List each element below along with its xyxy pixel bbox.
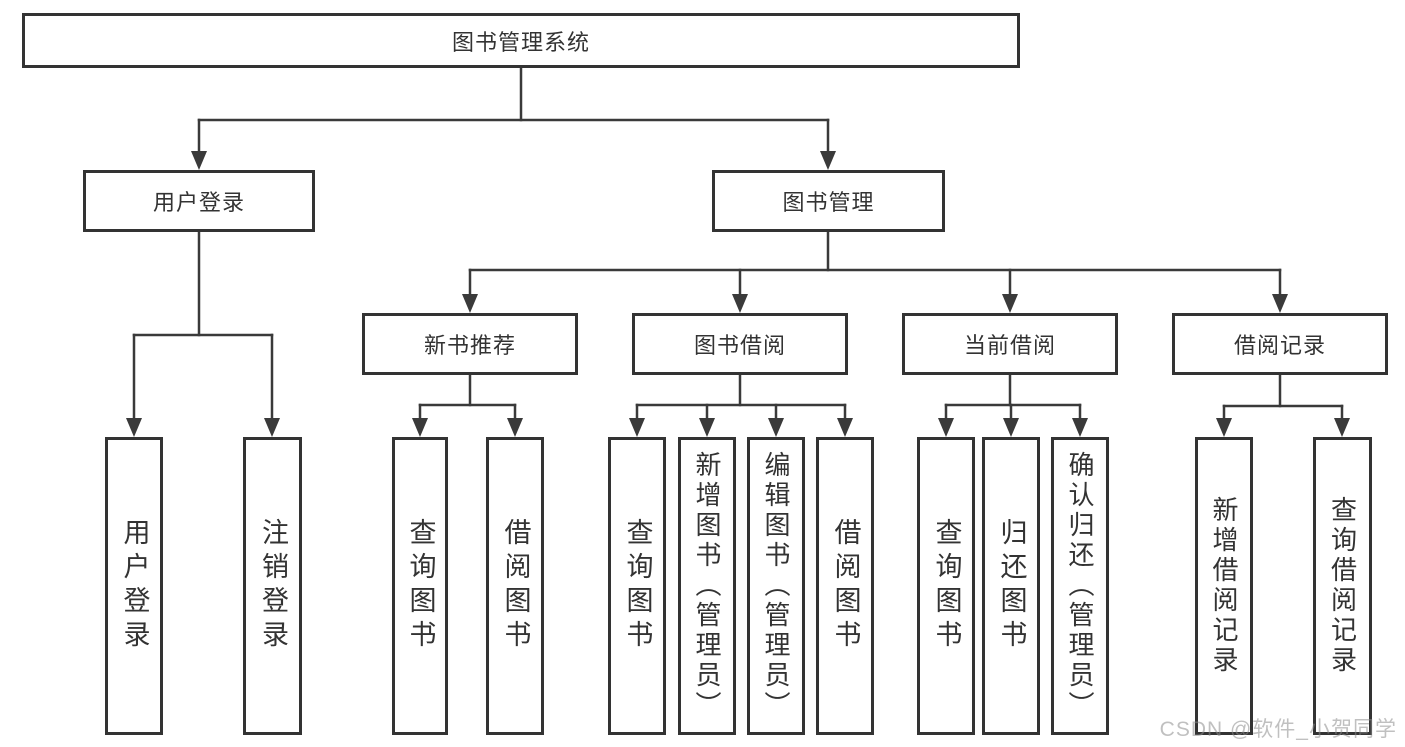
leaf-nb-borrow-books-label: 借阅图书 [500, 518, 531, 654]
leaf-bb-edit-books-admin: 编辑图书（管理员） [747, 437, 805, 735]
node-book-mgmt: 图书管理 [712, 170, 945, 232]
node-book-borrowing: 图书借阅 [632, 313, 848, 375]
node-user-login: 用户登录 [83, 170, 315, 232]
leaf-bb-query-books-label: 查询图书 [622, 518, 653, 654]
leaf-logout-label: 注销登录 [258, 518, 288, 654]
leaf-bb-borrow-books-label: 借阅图书 [830, 518, 861, 654]
node-new-book-recommend: 新书推荐 [362, 313, 578, 375]
leaf-cb-confirm-return-admin: 确认归还（管理员） [1051, 437, 1109, 735]
leaf-nb-query-books-label: 查询图书 [405, 518, 436, 654]
leaf-br-query-record: 查询借阅记录 [1313, 437, 1372, 735]
leaf-cb-return-books: 归还图书 [982, 437, 1040, 735]
node-current-borrowing: 当前借阅 [902, 313, 1118, 375]
node-borrowing-records: 借阅记录 [1172, 313, 1388, 375]
leaf-logout: 注销登录 [243, 437, 302, 735]
leaf-bb-edit-books-admin-label: 编辑图书（管理员） [761, 451, 791, 721]
leaf-bb-add-books-admin: 新增图书（管理员） [678, 437, 736, 735]
leaf-br-query-record-label: 查询借阅记录 [1327, 496, 1358, 676]
leaf-bb-add-books-admin-label: 新增图书（管理员） [692, 451, 722, 721]
leaf-cb-return-books-label: 归还图书 [996, 518, 1027, 654]
leaf-bb-query-books: 查询图书 [608, 437, 666, 735]
leaf-nb-borrow-books: 借阅图书 [486, 437, 544, 735]
leaf-user-login-label: 用户登录 [119, 518, 150, 654]
leaf-user-login: 用户登录 [105, 437, 163, 735]
leaf-nb-query-books: 查询图书 [392, 437, 448, 735]
leaf-cb-confirm-return-admin-label: 确认归还（管理员） [1065, 451, 1095, 721]
node-root: 图书管理系统 [22, 13, 1020, 68]
leaf-bb-borrow-books: 借阅图书 [816, 437, 874, 735]
leaf-br-add-record-label: 新增借阅记录 [1209, 496, 1239, 676]
leaf-br-add-record: 新增借阅记录 [1195, 437, 1253, 735]
leaf-cb-query-books: 查询图书 [917, 437, 975, 735]
leaf-cb-query-books-label: 查询图书 [931, 518, 962, 654]
